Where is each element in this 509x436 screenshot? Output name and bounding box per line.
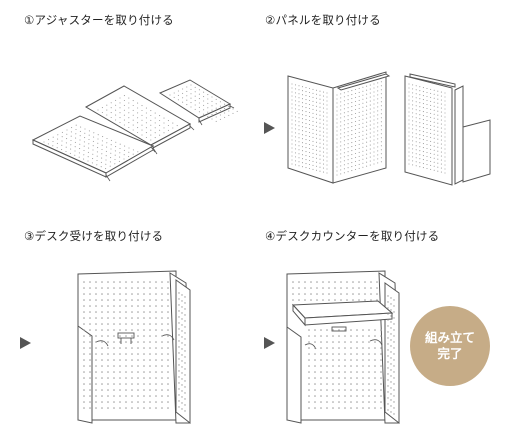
- step-2-number: ②: [265, 13, 276, 27]
- step-4-number: ④: [265, 229, 276, 243]
- triangle-right-icon: [264, 122, 275, 134]
- triangle-right-icon: [20, 337, 31, 349]
- step-1-label: アジャスターを取り付ける: [34, 13, 174, 27]
- badge-line-1: 組み立て: [424, 330, 475, 345]
- step-4-label: デスクカウンターを取り付ける: [275, 229, 440, 243]
- step-1-number: ①: [24, 13, 35, 27]
- step-4-title: ④デスクカウンターを取り付ける: [265, 228, 439, 244]
- completion-badge: 組み立て 完了: [410, 306, 490, 386]
- step-3-number: ③: [24, 229, 35, 243]
- step-2-title: ②パネルを取り付ける: [265, 12, 381, 28]
- badge-line-2: 完了: [437, 346, 463, 361]
- step-1-title: ①アジャスターを取り付ける: [24, 12, 174, 28]
- step-3-label: デスク受けを取り付ける: [34, 229, 164, 243]
- step-3-title: ③デスク受けを取り付ける: [24, 228, 163, 244]
- triangle-right-icon: [264, 337, 275, 349]
- step-2-label: パネルを取り付ける: [275, 13, 381, 27]
